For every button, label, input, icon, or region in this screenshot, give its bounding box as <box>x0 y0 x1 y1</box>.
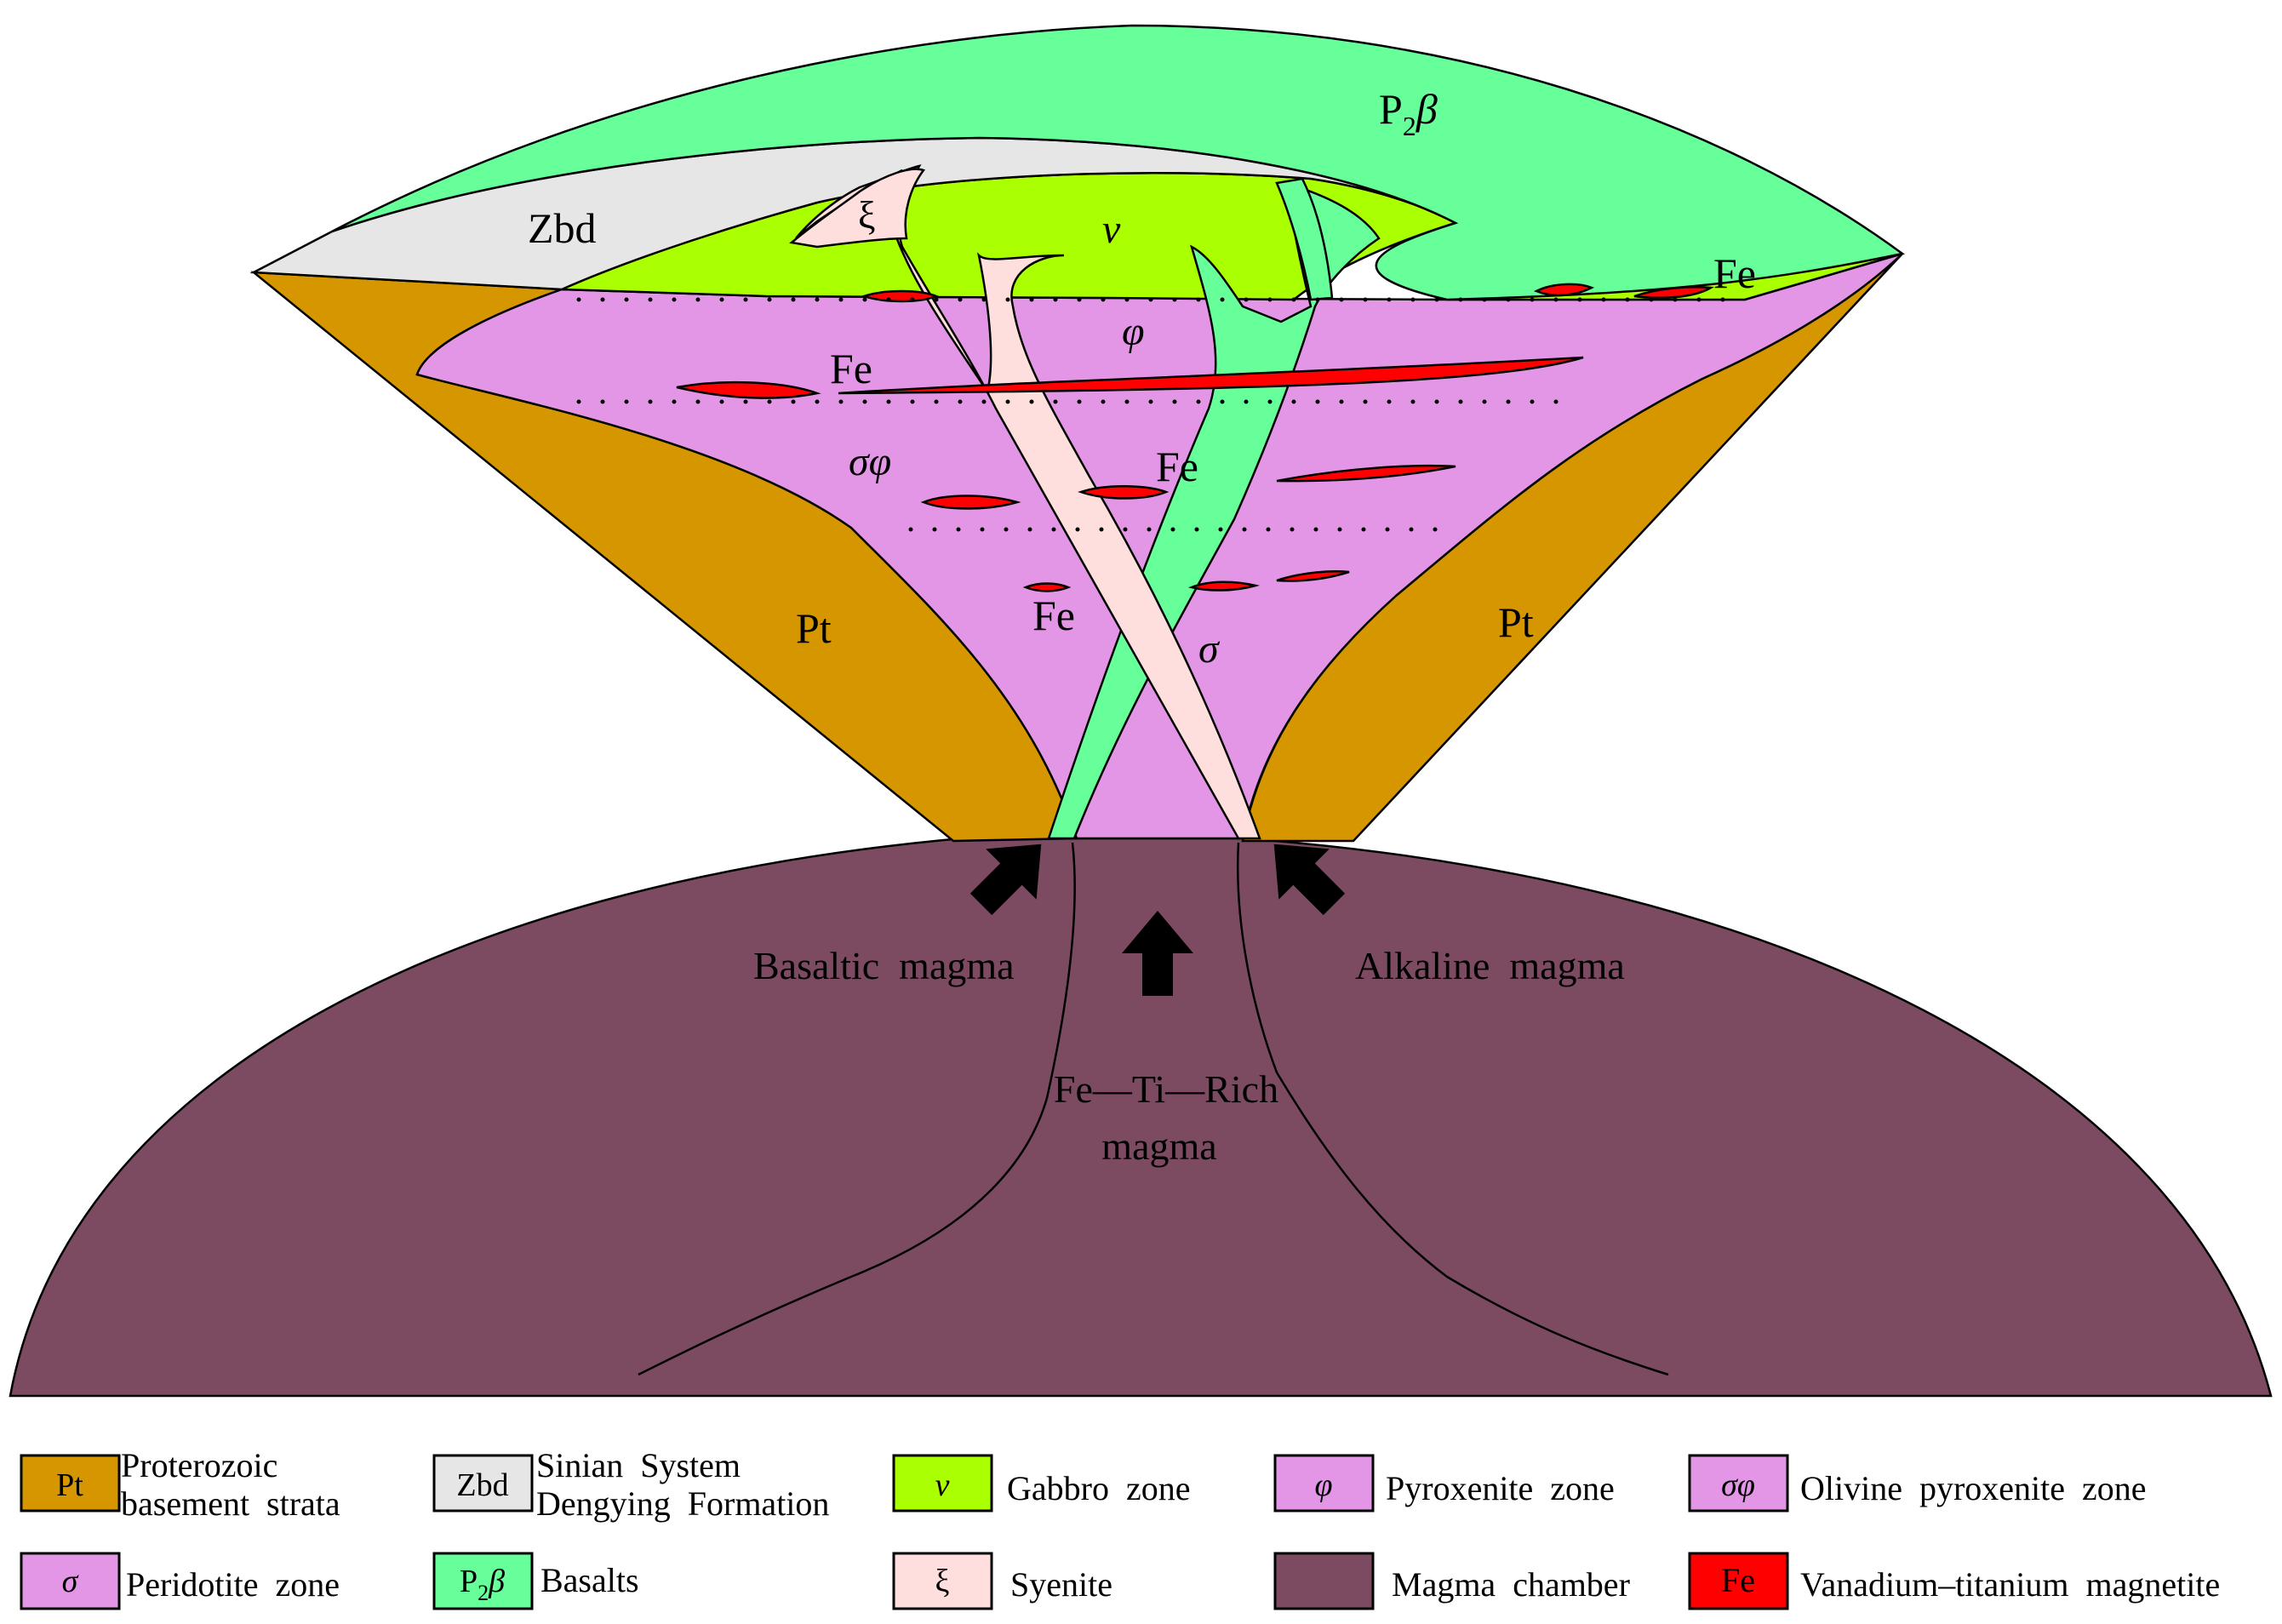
basalt-cap <box>331 24 1906 301</box>
label-fe-3: Fe <box>1032 592 1075 639</box>
legend-item-pt: Pt Proterozoic basement strata <box>20 1446 340 1523</box>
basalt-branch <box>1275 177 1334 301</box>
legend-swatch-p2beta <box>432 1552 534 1610</box>
legend-item-fe: Fe Vanadium–titanium magnetite <box>1688 1552 2220 1610</box>
legend-swatch-fe <box>1688 1552 1789 1610</box>
legend-item-v: v Gabbro zone <box>892 1454 1190 1512</box>
legend-item-magma: Magma chamber <box>1273 1552 1630 1610</box>
legend-symbol-phi: φ <box>1314 1467 1332 1503</box>
fe-lens <box>1276 570 1350 582</box>
fe-lens <box>860 289 940 303</box>
magma-chamber <box>9 837 2273 1398</box>
legend-label-pt-1: Proterozoic <box>121 1446 277 1484</box>
legend-swatch-xi <box>892 1552 993 1610</box>
fe-lens <box>1276 464 1456 483</box>
fe-lens <box>1187 580 1260 592</box>
legend-swatch-sigmaphi <box>1688 1454 1789 1512</box>
fe-lens <box>676 380 821 399</box>
legend-symbol-v: v <box>935 1467 950 1503</box>
legend-label-sigmaphi: Olivine pyroxenite zone <box>1800 1469 2147 1507</box>
label-basaltic-magma: Basaltic magma <box>753 944 1015 987</box>
legend-label-sigma: Peridotite zone <box>126 1565 340 1604</box>
label-sigma: σ <box>1198 626 1221 672</box>
legend-label-v: Gabbro zone <box>1007 1469 1190 1507</box>
fe-lens <box>1078 484 1170 500</box>
legend-symbol-zbd: Zbd <box>456 1467 508 1503</box>
legend-symbol-pt: Pt <box>56 1467 83 1503</box>
label-phi: φ <box>1122 309 1145 354</box>
legend-item-zbd: Zbd Sinian System Dengying Formation <box>432 1446 829 1523</box>
legend-label-fe: Vanadium–titanium magnetite <box>1800 1565 2220 1604</box>
label-pt-right: Pt <box>1498 598 1534 646</box>
legend-label-xi: Syenite <box>1010 1565 1112 1604</box>
conduit-line-left <box>638 842 1076 1376</box>
syenite-head <box>789 168 926 249</box>
legend-swatch-pt <box>20 1454 121 1512</box>
fe-lens <box>1022 582 1072 592</box>
label-zbd: Zbd <box>528 204 597 252</box>
legend: Pt Proterozoic basement strata Zbd Sinia… <box>20 1446 2220 1610</box>
label-fe-4: Fe <box>1713 249 1756 297</box>
legend-label-p2beta: Basalts <box>540 1561 639 1599</box>
legend-label-pt-2: basement strata <box>121 1484 340 1523</box>
legend-swatch-magma <box>1273 1552 1375 1610</box>
conduit-line-right <box>1236 842 1669 1376</box>
arrow-fe-ti <box>1122 911 1193 996</box>
legend-label-zbd-2: Dengying Formation <box>536 1484 829 1523</box>
fe-lens <box>920 495 1021 510</box>
fe-lenses <box>676 283 1714 592</box>
legend-label-phi: Pyroxenite zone <box>1386 1469 1615 1507</box>
legend-symbol-p2beta: P2β <box>460 1564 505 1605</box>
legend-symbol-fe: Fe <box>1721 1561 1755 1599</box>
legend-item-sigma: σ Peridotite zone <box>20 1552 340 1610</box>
legend-label-zbd-1: Sinian System <box>536 1446 741 1484</box>
legend-item-phi: φ Pyroxenite zone <box>1273 1454 1615 1512</box>
label-fe-ti-rich-2: magma <box>1101 1124 1216 1168</box>
legend-symbol-sigmaphi: σφ <box>1721 1467 1755 1503</box>
label-pt-left: Pt <box>796 604 832 652</box>
legend-item-p2beta: P2β Basalts <box>432 1552 639 1610</box>
fe-lens <box>838 356 1584 395</box>
legend-swatch-phi <box>1273 1454 1375 1512</box>
legend-item-xi: ξ Syenite <box>892 1552 1112 1610</box>
legend-symbol-sigma: σ <box>62 1564 79 1599</box>
label-alkaline-magma: Alkaline magma <box>1355 944 1625 987</box>
zone-boundaries <box>576 297 1743 532</box>
fe-lens <box>1533 283 1595 297</box>
label-p2beta: P2β <box>1379 85 1438 141</box>
legend-swatch-sigma <box>20 1552 121 1610</box>
legend-swatch-v <box>892 1454 993 1512</box>
label-sigmaphi: σφ <box>849 439 891 484</box>
legend-swatch-zbd <box>432 1454 534 1512</box>
legend-label-magma: Magma chamber <box>1392 1565 1630 1604</box>
label-fe-ti-rich-1: Fe—Ti—Rich <box>1054 1067 1278 1111</box>
label-xi: ξ <box>858 193 876 237</box>
label-v: v <box>1102 207 1121 252</box>
fe-lens <box>1633 286 1714 300</box>
label-fe-1: Fe <box>830 345 872 392</box>
arrow-alkaline <box>1273 843 1346 916</box>
arrow-basaltic <box>969 843 1042 916</box>
legend-item-sigmaphi: σφ Olivine pyroxenite zone <box>1688 1454 2147 1512</box>
legend-symbol-xi: ξ <box>935 1564 950 1599</box>
label-fe-2: Fe <box>1156 443 1198 490</box>
